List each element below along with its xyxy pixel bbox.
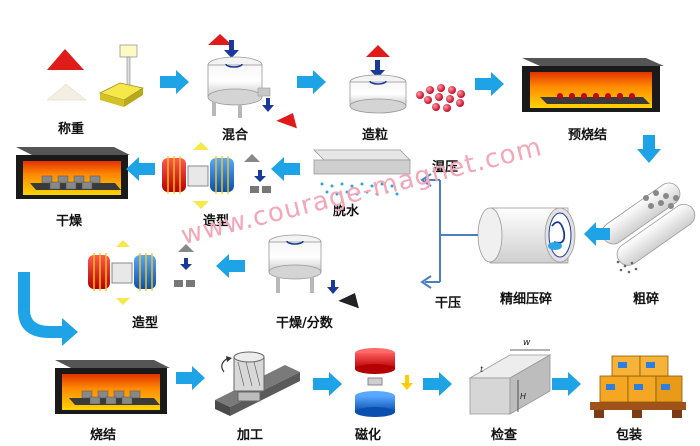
label-forming-wet: 造型 — [203, 214, 230, 229]
arrow-curve-down — [18, 272, 78, 346]
label-forming-dry: 造型 — [132, 316, 159, 331]
arrow-left-2 — [126, 157, 155, 181]
arrow-right-7 — [552, 372, 581, 396]
arrow-right-1 — [160, 70, 189, 94]
dimension-h-label: H — [520, 392, 527, 401]
label-pre-sintering: 预烧结 — [568, 128, 608, 143]
inspection-illustration — [468, 349, 552, 415]
label-dry-press: 干压 — [435, 296, 462, 311]
machining-illustration — [215, 351, 300, 416]
arrow-left-1 — [271, 157, 300, 181]
arrow-right-4 — [176, 366, 205, 390]
label-mixing: 混合 — [222, 128, 249, 143]
dry-forming-press — [88, 240, 195, 305]
arrow-down-1 — [637, 135, 661, 163]
coarse-crushing-rollers — [601, 182, 696, 274]
label-weighing: 称重 — [58, 122, 85, 137]
drying-furnace — [16, 147, 130, 199]
arrow-right-5 — [313, 372, 342, 396]
label-coarse-crushing: 粗碎 — [633, 292, 660, 307]
label-wet-press: 湿压 — [432, 160, 459, 175]
arrow-right-3 — [475, 72, 504, 96]
label-fine-crushing: 精细压碎 — [500, 292, 553, 307]
packaging-illustration — [590, 355, 686, 418]
dewatering-illustration — [313, 149, 411, 196]
label-sintering: 烧结 — [90, 428, 117, 443]
dimension-t-label: t — [480, 365, 484, 374]
wet-forming-press — [162, 142, 271, 209]
magnetizing-illustration — [355, 348, 413, 417]
sintering-furnace — [55, 360, 170, 414]
flow-arrows — [18, 70, 661, 396]
arrow-right-2 — [297, 70, 326, 94]
dimension-w-label: w — [523, 338, 531, 348]
label-drying: 干燥 — [56, 214, 83, 229]
arrow-left-3 — [584, 222, 610, 246]
branch-lines — [420, 173, 478, 289]
label-dewatering: 脱水 — [333, 204, 360, 219]
drying-dispersing-drum — [268, 234, 359, 309]
label-drying-dispersing: 干燥/分数 — [276, 316, 333, 331]
arrow-right-6 — [423, 372, 452, 396]
fine-crushing-mill — [477, 207, 576, 264]
granulation-illustration — [349, 45, 465, 114]
label-machining: 加工 — [237, 428, 264, 443]
label-packaging: 包装 — [616, 428, 643, 443]
arrow-left-4 — [216, 254, 245, 278]
weighing-illustration — [46, 44, 145, 107]
label-magnetizing: 磁化 — [355, 428, 382, 443]
label-inspection: 检查 — [491, 428, 518, 443]
pre-sintering-furnace — [522, 58, 664, 112]
label-granulation: 造粒 — [362, 128, 389, 143]
mixing-illustration — [207, 34, 297, 129]
